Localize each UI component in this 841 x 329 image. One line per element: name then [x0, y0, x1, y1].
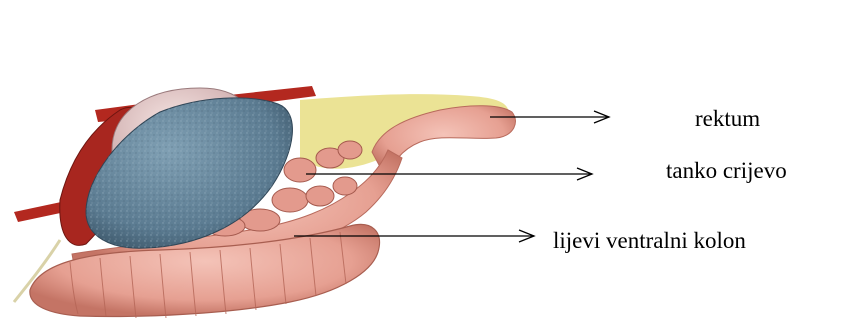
- organ-illustration: [14, 86, 515, 318]
- label-lijevi-ventralni-kolon: lijevi ventralni kolon: [553, 229, 746, 252]
- label-rektum: rektum: [695, 107, 760, 130]
- label-tanko-crijevo: tanko crijevo: [666, 159, 787, 182]
